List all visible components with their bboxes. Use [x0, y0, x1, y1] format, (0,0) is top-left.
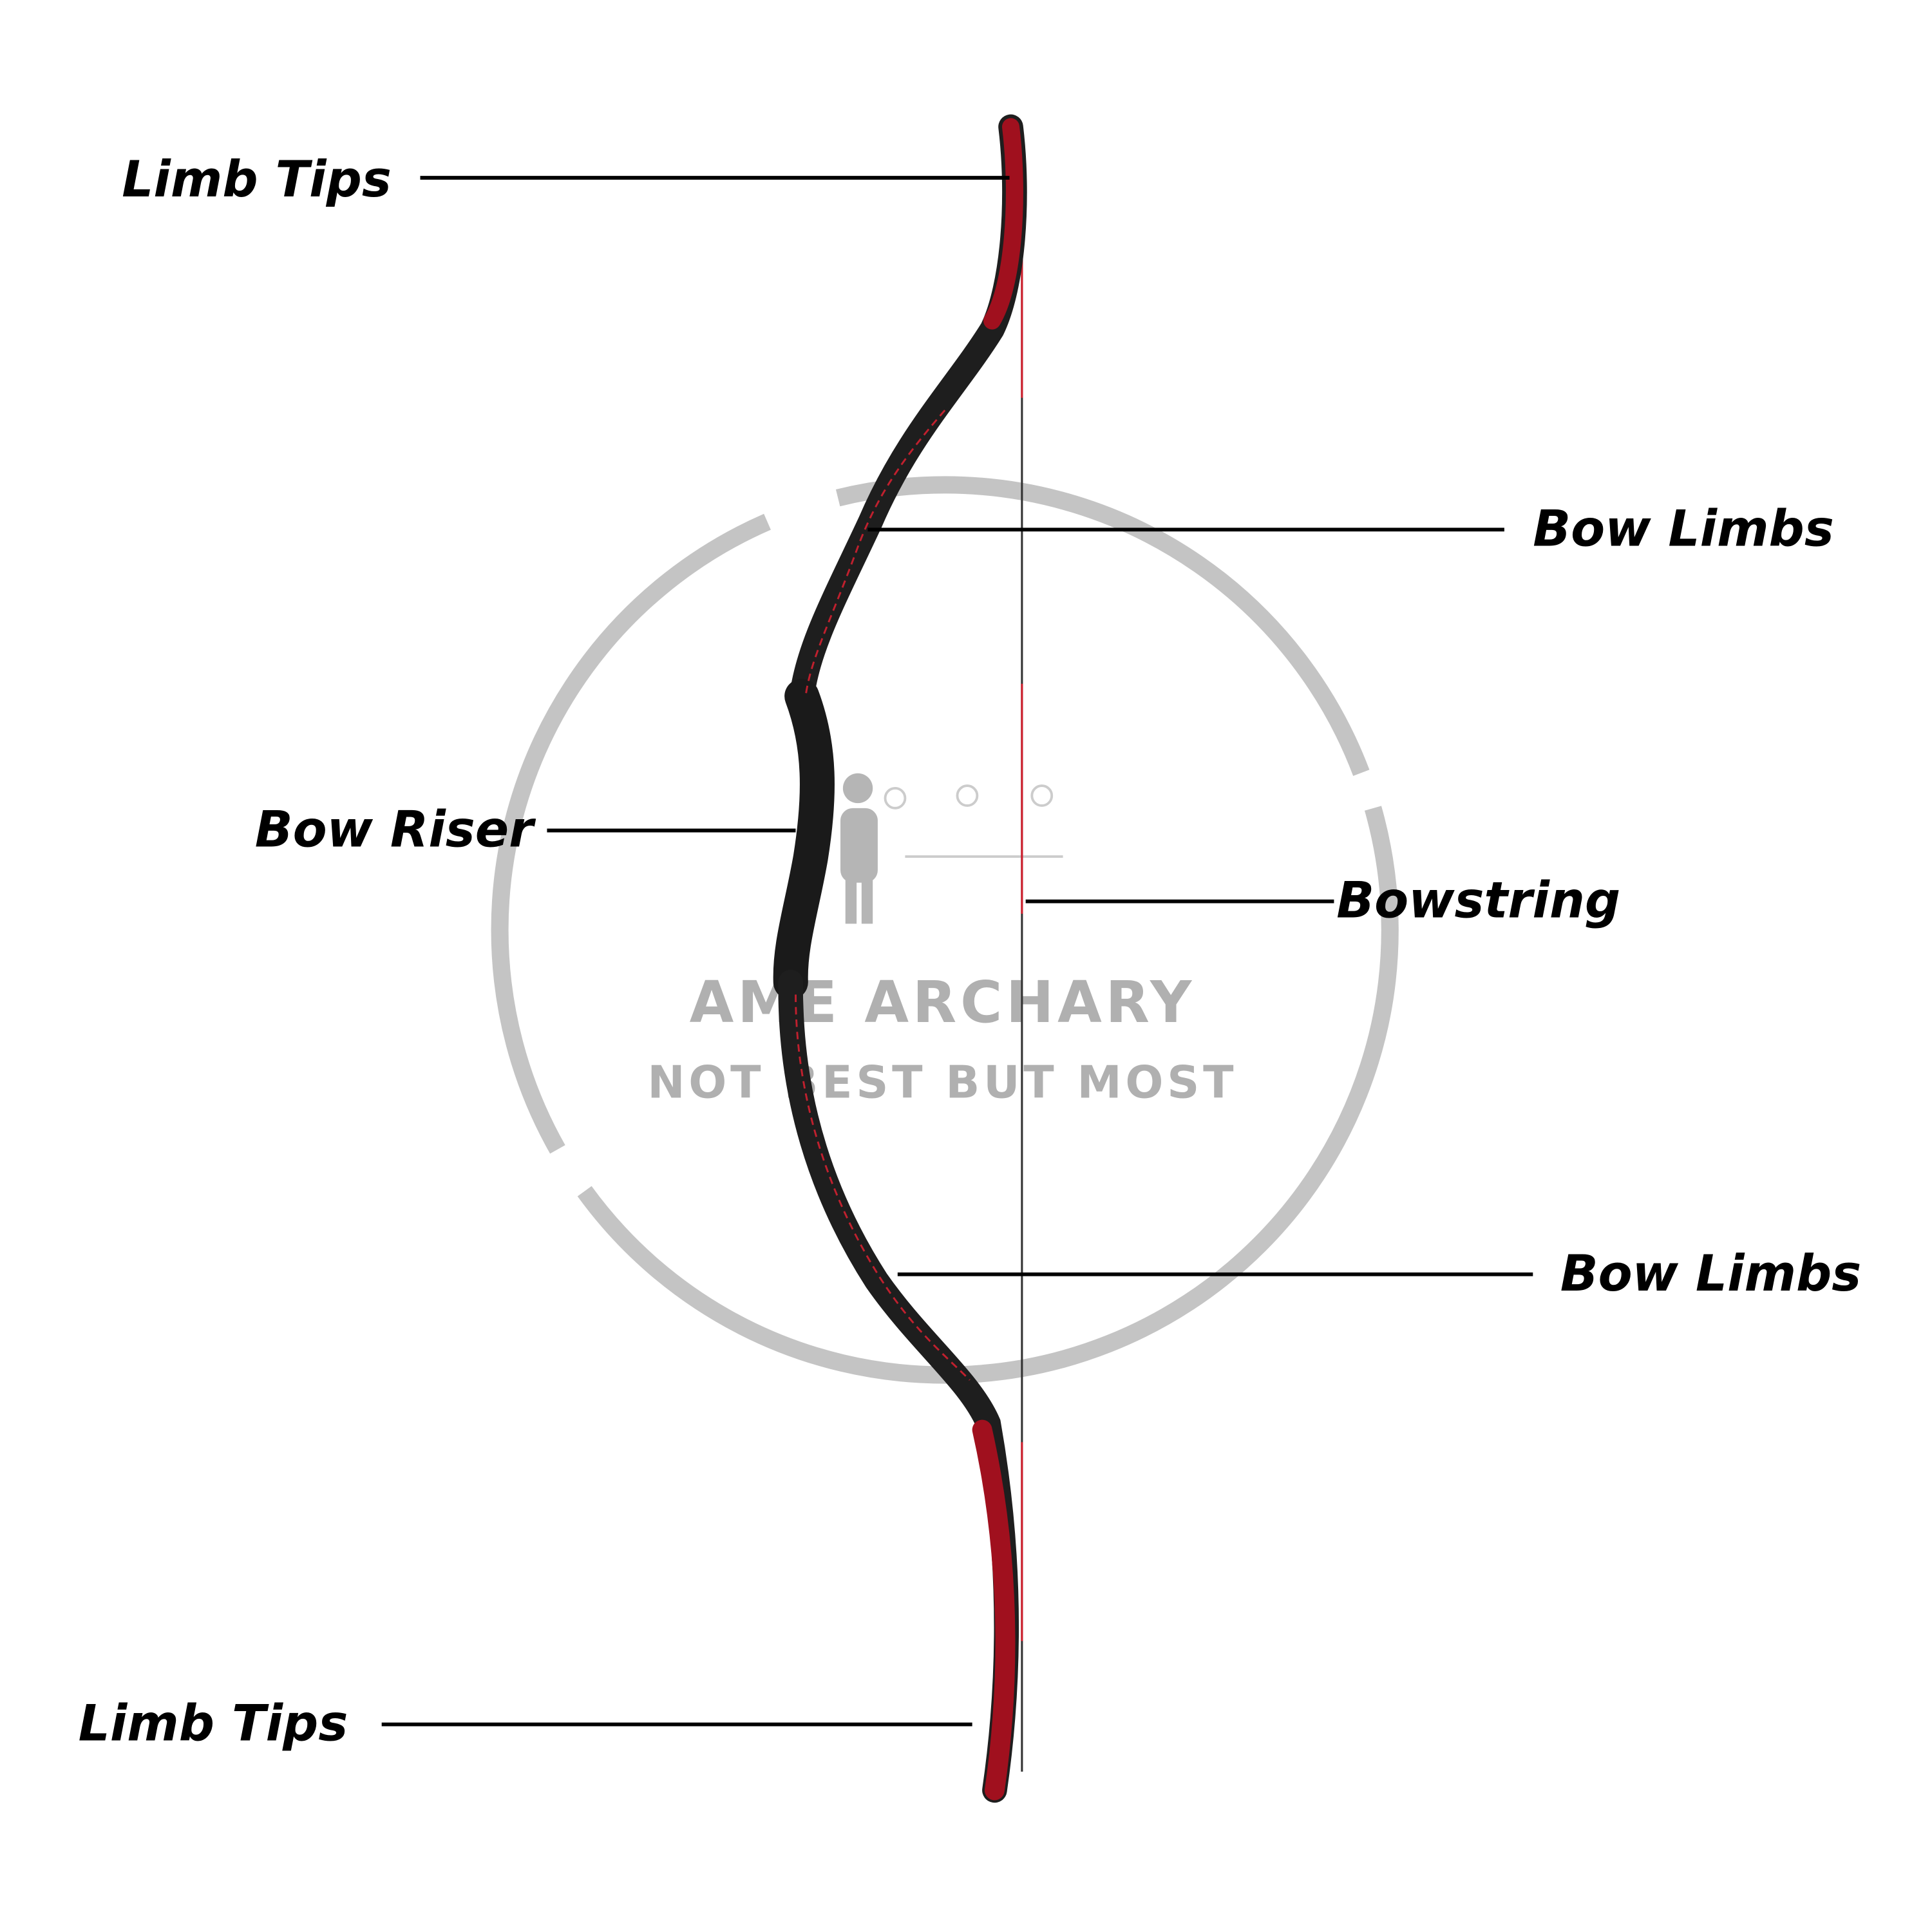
limb-tip-top: [983, 118, 1023, 330]
watermark-slogan: NOT BEST BUT MOST: [647, 1057, 1237, 1109]
label-bow-limbs-upper: Bow Limbs: [1533, 500, 1834, 558]
limb-tip-bottom: [972, 1419, 1016, 1801]
watermark-ring: [491, 476, 1399, 1384]
leader-lines: [381, 176, 1533, 1727]
watermark-brand: AME ARCHARY: [690, 969, 1196, 1036]
label-bowstring: Bowstring: [1336, 872, 1620, 930]
label-limb-tips-top: Limb Tips: [122, 151, 392, 209]
archer-icon: [840, 773, 1063, 924]
limb-stitching-lower: [795, 994, 971, 1381]
label-limb-tips-bottom: Limb Tips: [79, 1695, 348, 1753]
bow: [773, 114, 1027, 1803]
watermark: AME ARCHARY NOT BEST BUT MOST: [491, 476, 1399, 1384]
label-bow-riser: Bow Riser: [255, 801, 536, 859]
label-bow-limbs-lower: Bow Limbs: [1560, 1245, 1862, 1303]
bow-riser: [773, 679, 835, 1000]
limb-stitching-upper: [804, 410, 946, 697]
